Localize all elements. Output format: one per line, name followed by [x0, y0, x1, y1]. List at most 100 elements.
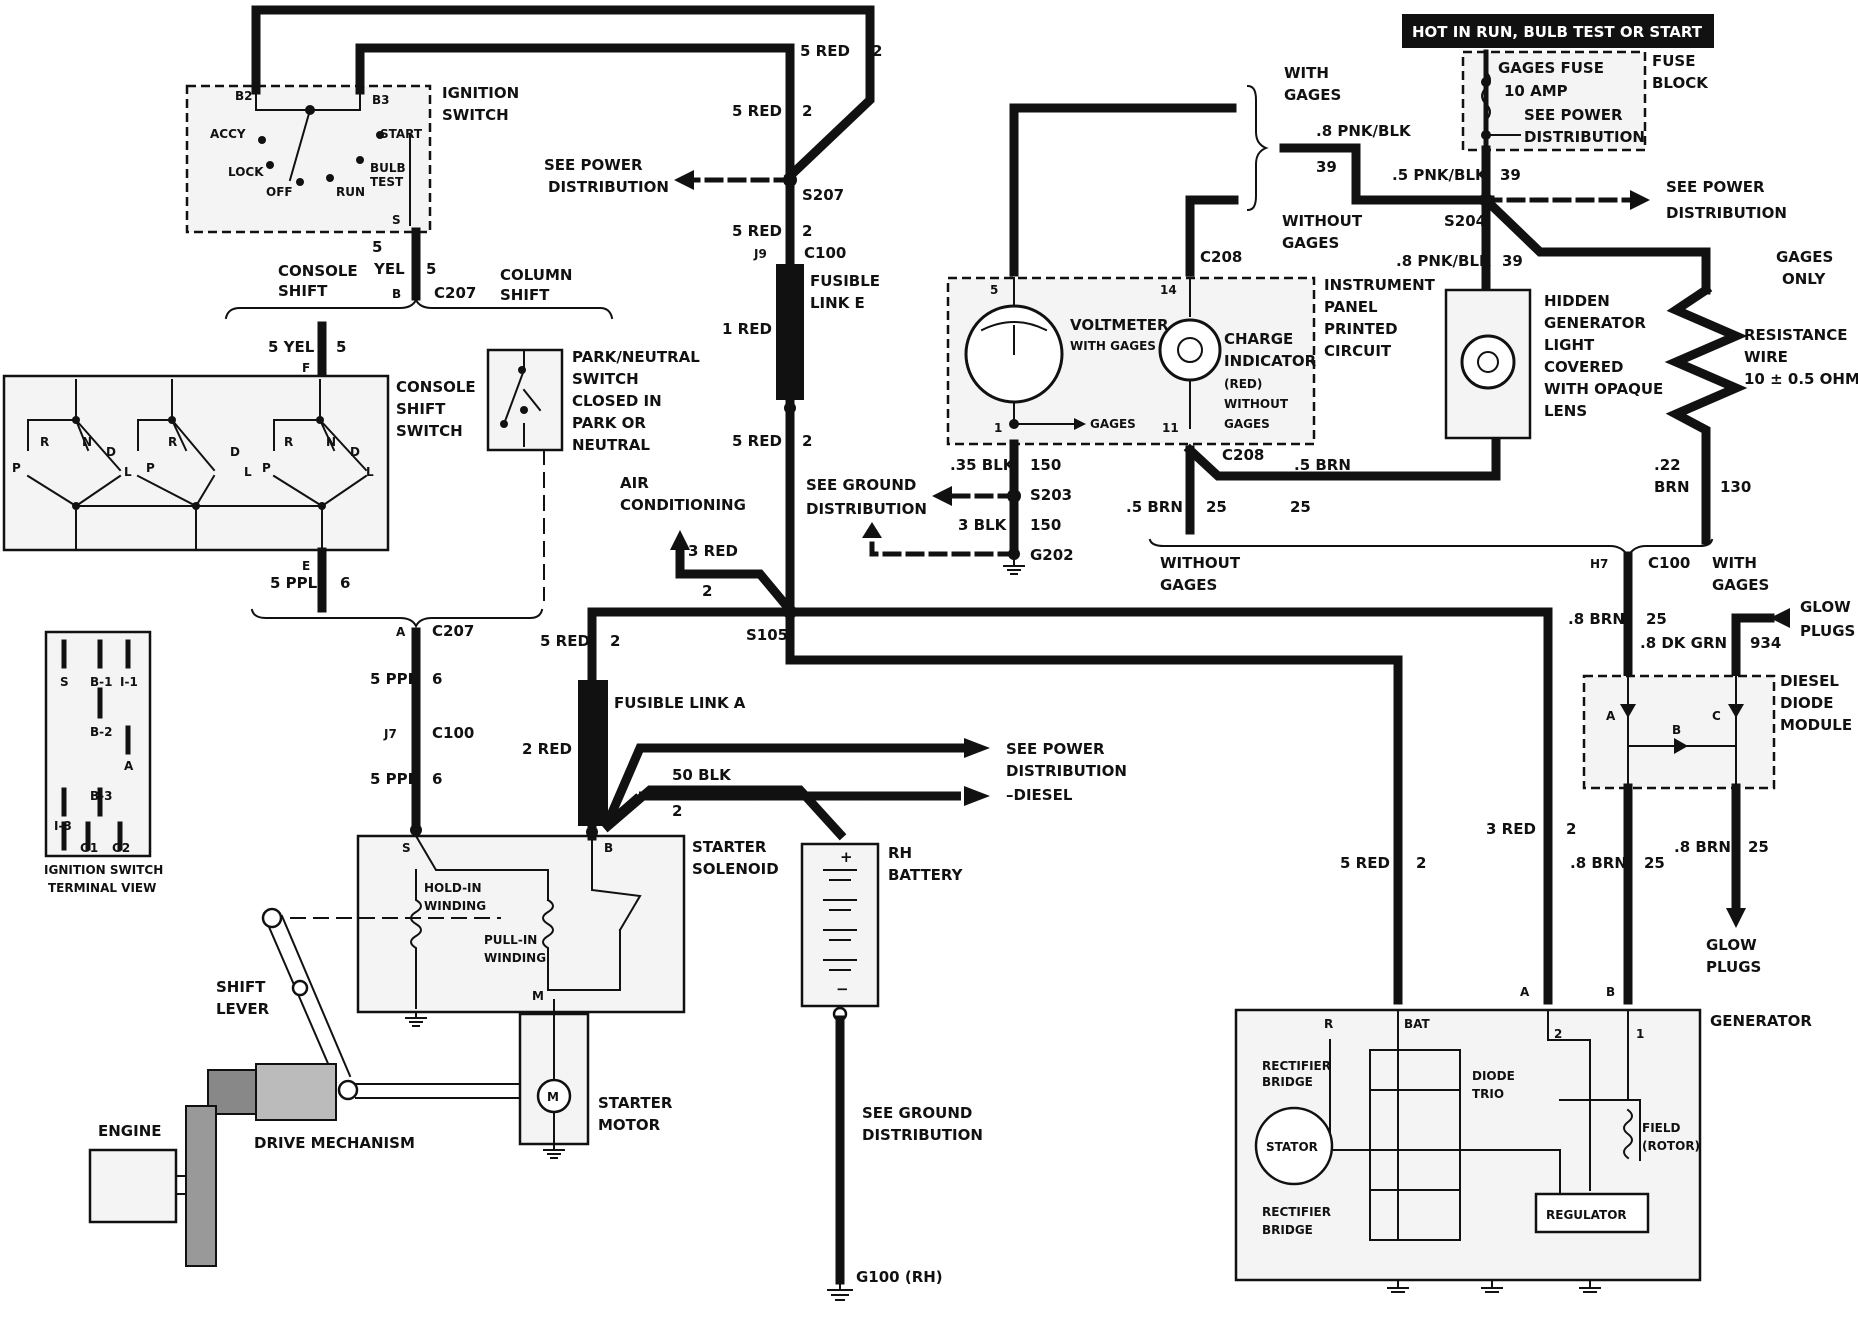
terminal-view-caption-1: IGNITION SWITCH — [44, 863, 163, 877]
hidden-gen-label-4: COVERED — [1544, 358, 1623, 376]
s105-to-gen-bat-wire — [785, 607, 1403, 1005]
gen-bat-label: BAT — [1404, 1017, 1431, 1031]
wire-brn-label: BRN — [1654, 478, 1690, 496]
see-power-dist-wire — [602, 743, 969, 828]
stator-label: STATOR — [1266, 1140, 1318, 1154]
engine-shaft — [175, 1175, 187, 1195]
console-node-2 — [168, 416, 176, 424]
diode-a — [1620, 704, 1636, 718]
wire-blk3-ckt: 150 — [1030, 516, 1061, 534]
wire-brn5-c-ckt: 25 — [1290, 498, 1311, 516]
c100-right-label: C100 — [1648, 554, 1690, 572]
resistance-wire — [1664, 283, 1748, 545]
ignition-pivot — [305, 105, 315, 115]
charge-indicator-4: WITHOUT — [1224, 397, 1289, 411]
wire-pnk8-top: .8 PNK/BLK — [1316, 122, 1412, 140]
wire-red5-mid-ckt: 2 — [802, 102, 812, 120]
engine-label: ENGINE — [98, 1122, 162, 1140]
ipc-label-1: INSTRUMENT — [1324, 276, 1436, 294]
solenoid-s-terminal — [410, 824, 422, 836]
hidden-gen-label-2: GENERATOR — [1544, 314, 1646, 332]
ipc-label-3: PRINTED — [1324, 320, 1398, 338]
ign-pos-run: RUN — [336, 185, 365, 199]
wire-brn8-a-ckt: 25 — [1646, 610, 1667, 628]
resistance-wire-label-2: WIRE — [1744, 348, 1788, 366]
diode-c — [1728, 704, 1744, 718]
fuse-see-power-2: DISTRIBUTION — [1524, 128, 1645, 146]
charge-indicator-out-wire — [1183, 435, 1501, 481]
hidden-gen-label-1: HIDDEN — [1544, 292, 1610, 310]
s203-ground-ref-arrow — [932, 486, 952, 506]
terminal-pin-b2: B-2 — [90, 725, 112, 739]
diode-a-label: A — [1606, 709, 1616, 723]
ign-contact-5 — [356, 156, 364, 164]
terminal-pin-a: A — [124, 759, 134, 773]
with-gages-top-2: GAGES — [1284, 86, 1341, 104]
wire-pnk5: .5 PNK/BLK — [1392, 166, 1488, 184]
s105-to-fusible-a-wire — [587, 607, 795, 685]
shift-lever-label-1: SHIFT — [216, 978, 266, 996]
wire-ppl-5-a-ckt: 6 — [340, 574, 350, 592]
wire-red3-ac: 3 RED — [688, 542, 738, 560]
wire-pnk8-mid: .8 PNK/BLK — [1396, 252, 1492, 270]
ignition-switch-label-1: IGNITION — [442, 84, 519, 102]
hidden-gen-label-5: WITH OPAQUE — [1544, 380, 1663, 398]
see-power-c-2: DISTRIBUTION — [1006, 762, 1127, 780]
gages-only-1: GAGES — [1776, 248, 1833, 266]
c100-top-label: C100 — [804, 244, 846, 262]
diesel-diode-label-1: DIESEL — [1780, 672, 1839, 690]
g100-ground — [827, 1281, 853, 1301]
glow-plugs-out-2: PLUGS — [1706, 958, 1761, 976]
diesel-diode-label-2: DIODE — [1780, 694, 1833, 712]
wire-red5-gen-ckt: 2 — [1416, 854, 1426, 872]
solenoid-b-label: B — [604, 841, 613, 855]
terminal-pin-g2: G2 — [112, 841, 130, 855]
console-pin-e: E — [302, 559, 310, 573]
wire-pnk5-ckt: 39 — [1500, 166, 1521, 184]
console-node-1 — [72, 416, 80, 424]
glow-plugs-out-arrow — [1726, 908, 1746, 928]
wire-blk50-ckt: 2 — [672, 802, 682, 820]
wire-yel-ckt: 5 — [426, 260, 436, 278]
c207-pin-a: A — [396, 625, 406, 639]
splice-s207-label: S207 — [802, 186, 844, 204]
wire-red3-ac-ckt: 2 — [702, 582, 712, 600]
ign-pos-off: OFF — [266, 185, 293, 199]
hot-banner-background — [1402, 14, 1714, 48]
ipc-label-4: CIRCUIT — [1324, 342, 1392, 360]
console-shift-switch-label-1: CONSOLE — [396, 378, 476, 396]
wire-blk50: 50 BLK — [672, 766, 732, 784]
fuse-rating: 10 AMP — [1504, 82, 1568, 100]
wire-brn22: .22 — [1654, 456, 1681, 474]
console-shift-switch-label-3: SWITCH — [396, 422, 463, 440]
wire-yel-5: 5 — [372, 238, 382, 256]
voltmeter-sub: WITH GAGES — [1070, 339, 1156, 353]
without-gages-bottom-1: WITHOUT — [1160, 554, 1241, 572]
wire-brn8-c: .8 BRN — [1674, 838, 1731, 856]
console-gear-d-2: D — [230, 445, 240, 459]
field-label-1: FIELD — [1642, 1121, 1681, 1135]
console-node-5 — [192, 502, 200, 510]
terminal-view-slots — [61, 639, 131, 851]
terminal-view-caption-2: TERMINAL VIEW — [48, 881, 156, 895]
solenoid-b-terminal — [586, 826, 598, 838]
fuse-block-label-1: FUSE — [1652, 52, 1695, 70]
g100-label: G100 (RH) — [856, 1268, 943, 1286]
see-ground-b-1: SEE GROUND — [862, 1104, 972, 1122]
c207-pin-b: B — [392, 287, 401, 301]
wire-ppl-5-a: 5 PPL — [270, 574, 318, 592]
c207-top-label: C207 — [434, 284, 476, 302]
wire-red5-s207-ckt: 2 — [802, 222, 812, 240]
console-gear-p-2: P — [146, 461, 155, 475]
ign-pos-accy: ACCY — [210, 127, 246, 141]
console-pin-f: F — [302, 361, 310, 375]
engine-box — [88, 1148, 178, 1224]
see-power-diesel: –DIESEL — [1006, 786, 1073, 804]
gages-tap-arrow — [1074, 418, 1086, 430]
park-node-2 — [500, 420, 508, 428]
gages-tap-label: GAGES — [1090, 417, 1136, 431]
air-conditioning-label-1: AIR — [620, 474, 649, 492]
glow-plugs-in-arrow — [1770, 608, 1790, 628]
shift-brace-bottom — [250, 608, 544, 629]
diode-trio-1: DIODE — [1472, 1069, 1515, 1083]
